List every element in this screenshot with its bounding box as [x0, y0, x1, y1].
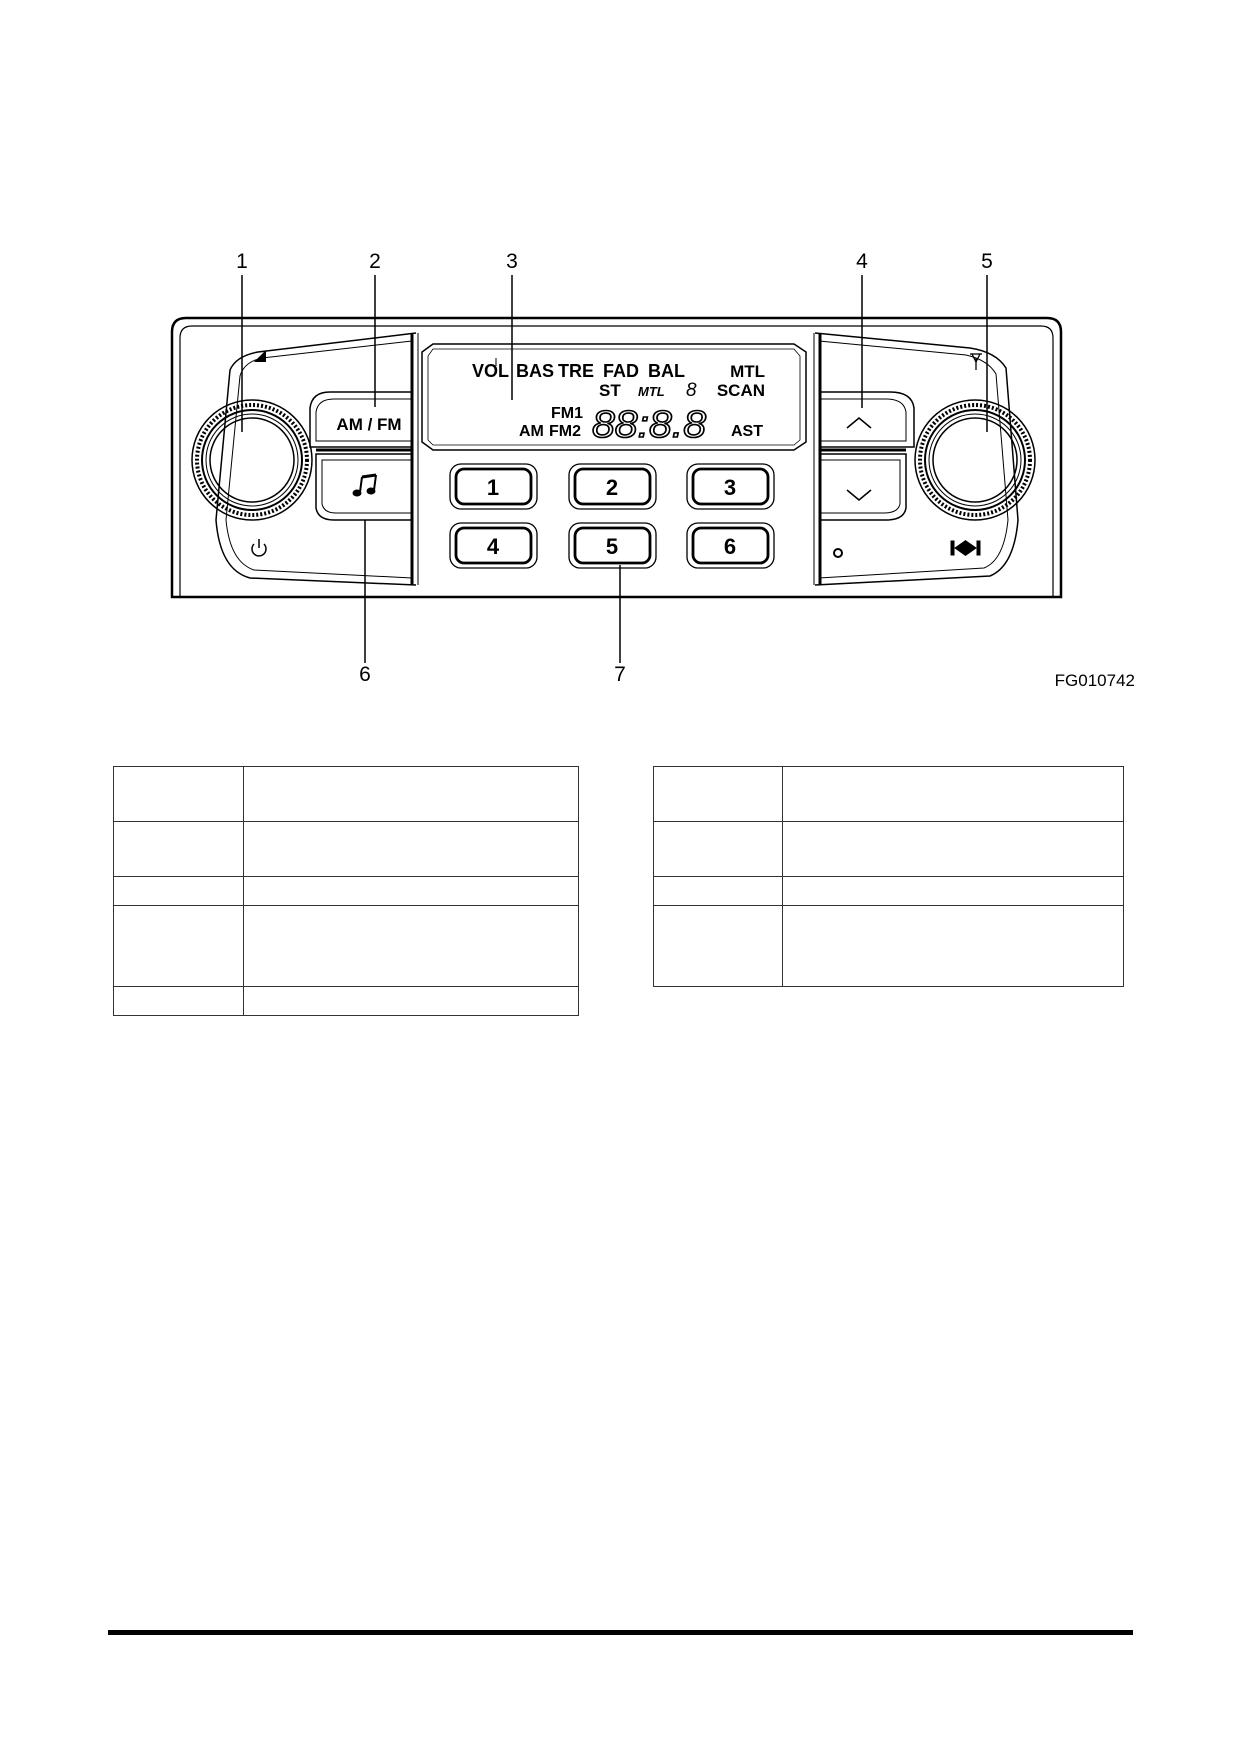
- callout-4: 4: [856, 250, 868, 273]
- preset-button-6[interactable]: [686, 522, 775, 569]
- lcd-bas: BAS: [516, 361, 554, 381]
- radio-faceplate: [170, 316, 1063, 599]
- lcd-am: AM: [519, 423, 544, 440]
- table-row: [653, 821, 1124, 877]
- callout-5: 5: [981, 250, 993, 273]
- music-button[interactable]: [315, 453, 412, 521]
- preset-buttons: [449, 463, 775, 569]
- lcd-bal: BAL: [648, 361, 685, 381]
- clock-icon: [833, 548, 843, 558]
- preset-label-4: 4: [487, 534, 500, 559]
- callout-6: 6: [359, 663, 371, 686]
- lcd-mtl-small: MTL: [638, 384, 665, 399]
- volume-power-knob[interactable]: [191, 399, 313, 521]
- lcd-digit-small: 8: [686, 380, 697, 401]
- preset-label-2: 2: [606, 475, 618, 500]
- figure-code: FG010742: [1055, 671, 1135, 690]
- chevron-up-icon: [846, 417, 872, 429]
- am-fm-button[interactable]: [309, 391, 412, 448]
- antenna-icon: [970, 353, 982, 370]
- radio-diagram: 1 2 3 4 5 6 7: [170, 250, 1135, 690]
- lcd-clock: 88:8.8: [592, 404, 706, 446]
- table-row: [113, 905, 579, 987]
- table-row: [113, 766, 579, 822]
- skip-track-icon: [950, 540, 981, 556]
- preset-button-4[interactable]: [449, 522, 538, 569]
- description-table-left: [113, 766, 579, 1016]
- preset-button-3[interactable]: [686, 463, 775, 510]
- preset-button-1[interactable]: [449, 463, 538, 510]
- lcd-ast: AST: [731, 423, 763, 440]
- callout-1: 1: [236, 250, 248, 273]
- lcd-display: VOL BAS TRE FAD BAL MTL ST MTL 8 SCAN FM…: [421, 343, 807, 451]
- tune-knob[interactable]: [914, 399, 1036, 521]
- lcd-mtl-top: MTL: [730, 362, 765, 381]
- table-row: [653, 905, 1124, 987]
- table-row: [113, 821, 579, 877]
- lcd-vol: VOL: [472, 361, 509, 381]
- lcd-fm1: FM1: [551, 405, 583, 422]
- power-icon: [251, 539, 267, 557]
- seek-down-button[interactable]: [820, 453, 907, 521]
- preset-button-2[interactable]: [568, 463, 657, 510]
- callout-2: 2: [369, 250, 381, 273]
- chevron-down-icon: [846, 489, 872, 501]
- lcd-scan: SCAN: [717, 381, 765, 400]
- preset-label-6: 6: [724, 534, 736, 559]
- description-table-right: [653, 766, 1124, 987]
- footer-rule: [108, 1630, 1133, 1635]
- lcd-tre: TRE: [558, 361, 594, 381]
- lcd-fm2: FM2: [549, 423, 581, 440]
- preset-button-5[interactable]: [568, 522, 657, 569]
- lcd-fad: FAD: [603, 361, 639, 381]
- am-fm-label: AM / FM: [336, 415, 401, 434]
- preset-label-1: 1: [487, 475, 499, 500]
- table-row: [653, 876, 1124, 906]
- seek-up-button[interactable]: [820, 391, 915, 448]
- table-row: [113, 986, 579, 1016]
- table-row: [113, 876, 579, 906]
- callout-7: 7: [614, 663, 626, 686]
- preset-label-5: 5: [606, 534, 618, 559]
- callout-3: 3: [506, 250, 518, 273]
- music-note-icon: [352, 473, 377, 497]
- lcd-st: ST: [599, 381, 621, 400]
- table-row: [653, 766, 1124, 822]
- volume-wedge-icon: [254, 350, 266, 362]
- preset-label-3: 3: [724, 475, 736, 500]
